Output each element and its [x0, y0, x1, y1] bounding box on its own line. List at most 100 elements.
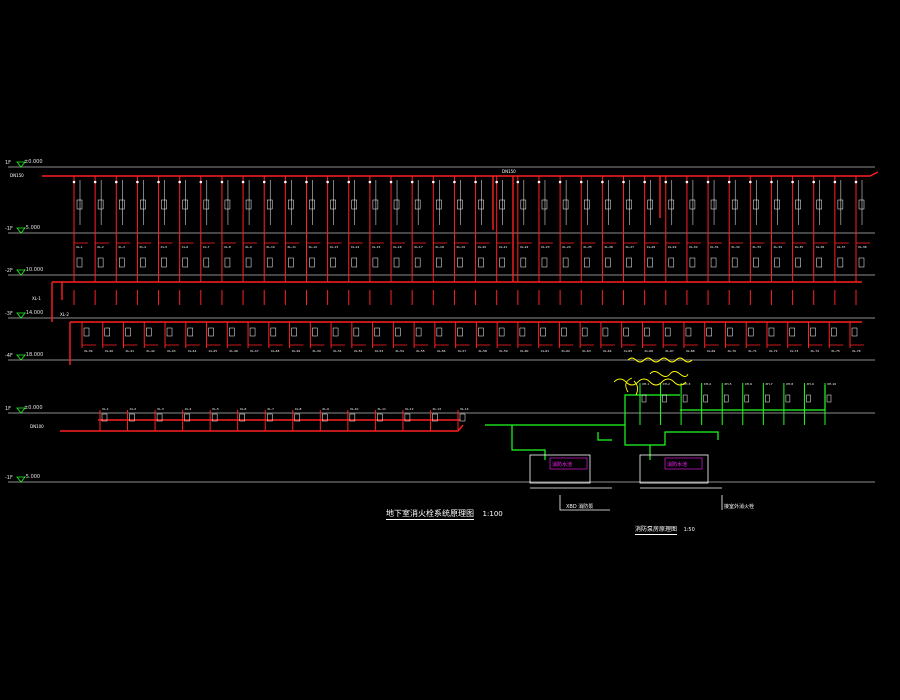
hydrant-box-icon	[689, 199, 696, 210]
lower-riser-tag: XL-5	[212, 407, 219, 411]
hydrant-box-icon	[415, 327, 422, 337]
basement-riser-tag: XL-40	[105, 349, 114, 353]
lower-level-lines	[8, 412, 875, 483]
hydrant-box-icon	[623, 327, 629, 337]
basement-riser-tag: XL-72	[769, 349, 778, 353]
hydrant-box-icon	[161, 257, 167, 268]
riser-tag: XL-12	[308, 245, 317, 249]
basement-riser-tag: XL-70	[727, 349, 736, 353]
basement-riser-tag: XL-54	[395, 349, 404, 353]
hydrant-box-icon	[288, 257, 294, 268]
riser-tag: XL-36	[816, 245, 825, 249]
hydrant-box-icon	[239, 413, 245, 422]
valve-icon	[368, 180, 372, 184]
hydrant-box-icon	[309, 257, 315, 268]
hydrant-box-icon	[353, 327, 360, 337]
riser-tag: XL-34	[773, 245, 782, 249]
hydrant-box-icon	[562, 257, 569, 268]
hydrant-box-icon	[753, 257, 759, 268]
riser-tag: XL-9	[245, 245, 252, 249]
level-marker-b1-elev: -5.000	[24, 225, 40, 231]
level-marker-b2-elev: -10.000	[24, 267, 43, 273]
hydrant-box-icon	[727, 327, 733, 337]
riser-tag: XL-25	[583, 245, 592, 249]
valve-icon	[685, 180, 689, 184]
level-triangle-icon	[16, 161, 26, 168]
hydrant-box-icon	[583, 257, 590, 268]
basement-riser-tag: XL-44	[188, 349, 197, 353]
hydrant-box-icon	[459, 413, 466, 422]
basement-riser-tag: XL-67	[665, 349, 674, 353]
hydrant-box-icon	[668, 257, 675, 268]
valve-icon	[706, 180, 710, 184]
hydrant-box-icon	[414, 257, 421, 268]
hydrant-box-icon	[436, 257, 442, 268]
yellow-cloud-2	[627, 357, 693, 363]
riser-tag: XL-37	[837, 245, 846, 249]
hydrant-box-icon	[97, 199, 104, 210]
hydrant-box-icon	[436, 327, 443, 337]
riser-tag: XL-30	[689, 245, 698, 249]
valve-icon	[579, 180, 583, 184]
yellow-loop	[625, 377, 639, 396]
valve-icon	[453, 180, 456, 184]
upper-red-mains	[42, 171, 879, 365]
basement-riser-tag: XL-48	[271, 349, 280, 353]
valve-icon	[643, 180, 646, 184]
lower-riser-tag: XL-1	[102, 407, 109, 411]
roof-branch	[624, 394, 680, 425]
hydrant-box-icon	[768, 327, 775, 337]
level-marker-b3-elev: -14.000	[24, 310, 43, 316]
hydrant-box-icon	[457, 257, 463, 268]
sub-title: 消防泵房原理图	[635, 526, 678, 535]
level-marker-b4-name: -4F	[5, 353, 13, 359]
pump-room-bottom	[530, 487, 723, 511]
pump-valve-icon	[703, 394, 708, 403]
lower-riser-tag: XL-12	[405, 407, 414, 411]
riser-tag: XL-16	[393, 245, 402, 249]
left-vertical-main	[51, 282, 71, 365]
water-tank-1-label-box	[549, 457, 588, 470]
hydrant-box-icon	[332, 327, 339, 337]
yellow-annotation	[613, 357, 693, 396]
pump-2-pipe	[597, 432, 612, 441]
hydrant-box-icon	[372, 199, 379, 210]
lower-riser-tag: XL-4	[185, 407, 192, 411]
pump-valve-icon	[826, 394, 832, 403]
hydrant-box-icon	[270, 327, 277, 337]
pump-valve-icon	[682, 394, 688, 403]
pump-label-1: XBD 消防泵	[566, 503, 593, 510]
hydrant-box-icon	[520, 199, 527, 210]
hydrant-box-icon	[795, 199, 801, 210]
hydrant-box-icon	[184, 413, 190, 422]
hydrant-box-icon	[203, 199, 210, 210]
hydrant-box-icon	[499, 257, 505, 268]
hydrant-box-icon	[706, 327, 712, 337]
hydrant-box-icon	[203, 257, 210, 268]
hydrant-box-icon	[626, 199, 632, 210]
hydrant-box-icon	[540, 327, 546, 337]
hydrant-box-icon	[119, 199, 125, 210]
valve-icon	[727, 180, 731, 184]
water-tank-2-label-box	[664, 457, 703, 470]
riser-tag: XL-33	[752, 245, 761, 249]
basement-riser-tag: XL-62	[561, 349, 570, 353]
basement-riser-tag: XL-50	[312, 349, 321, 353]
level-marker-1f-name: 1F	[5, 160, 11, 166]
hydrant-box-icon	[377, 413, 383, 422]
hydrant-box-icon	[129, 413, 135, 422]
hydrant-box-icon	[97, 257, 104, 268]
hydrant-box-icon	[830, 327, 837, 337]
hydrant-box-icon	[224, 199, 231, 210]
hydrant-box-icon	[731, 257, 738, 268]
upper-level-lines	[8, 166, 875, 361]
hydrant-box-icon	[605, 199, 611, 210]
sub-scale: 1:50	[683, 527, 695, 533]
water-tank-1-body	[529, 454, 591, 484]
main-label-lower: DN100	[30, 424, 44, 429]
hydrant-box-icon	[685, 327, 692, 337]
